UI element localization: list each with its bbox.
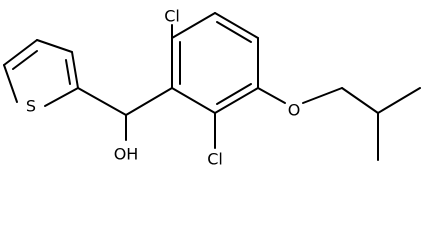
bond: [3, 64, 18, 103]
atom-label-ether-oxygen: O: [288, 101, 301, 120]
bond: [214, 87, 259, 114]
chemical-structure-diagram: S Cl Cl O OH: [3, 7, 421, 169]
atom-label-chlorine-bottom: Cl: [207, 150, 223, 169]
bond: [214, 12, 259, 39]
bond: [44, 87, 79, 107]
bond: [341, 87, 379, 114]
benzene-ring: [171, 12, 259, 114]
double-bond-inner: [216, 83, 252, 105]
bond: [171, 12, 216, 39]
atom-label-chlorine-top: Cl: [164, 7, 180, 26]
double-bond-inner: [65, 59, 71, 85]
thiophene-ring: [3, 39, 79, 107]
bond: [3, 39, 38, 66]
bond: [302, 87, 343, 104]
atom-label-sulfur: S: [26, 97, 36, 116]
bond: [125, 87, 173, 116]
double-bond-inner: [216, 21, 252, 43]
atom-label-hydroxyl: OH: [114, 145, 139, 164]
double-bond-inner: [12, 50, 38, 70]
bond: [36, 39, 73, 53]
bond: [77, 87, 127, 116]
bond: [171, 87, 216, 114]
bond: [71, 51, 79, 89]
bond: [257, 87, 286, 104]
bond: [377, 87, 421, 114]
